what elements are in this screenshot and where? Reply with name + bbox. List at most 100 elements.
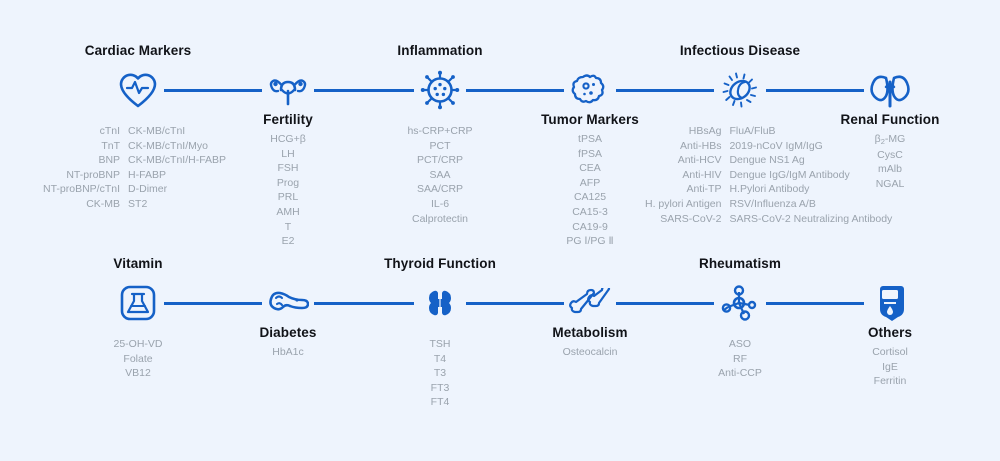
connector-line	[766, 89, 864, 92]
list-item: AFP	[579, 176, 601, 189]
list-item: CK-MB/cTnI/Myo	[128, 139, 208, 152]
list-item: TnT	[101, 139, 121, 152]
list-item: SAA	[429, 168, 451, 181]
list-item: VB12	[125, 367, 151, 380]
list-item: T4	[433, 352, 447, 365]
connector-line	[314, 89, 414, 92]
list-item: tPSA	[578, 133, 602, 145]
list-item: SARS-CoV-2	[660, 212, 722, 225]
list-item: PCT/CRP	[416, 154, 464, 167]
list-item: Ferritin	[873, 375, 907, 388]
node-title-rheumatism: Rheumatism	[698, 256, 782, 271]
list-item: IgE	[882, 360, 898, 373]
list-item: IL-6	[430, 197, 450, 210]
list-item: LH	[281, 147, 295, 160]
list-item: FT3	[430, 381, 450, 394]
list-item: Osteocalcin	[562, 346, 618, 358]
list-item: fPSA	[578, 147, 602, 160]
list-item: AMH	[276, 205, 300, 218]
list-item: Anti-HCV	[677, 154, 722, 167]
item-list-metabolism: Osteocalcin	[510, 345, 670, 360]
list-item: TSH	[429, 338, 451, 350]
flask-icon	[116, 281, 160, 325]
node-title-infectious-disease: Infectious Disease	[679, 43, 801, 58]
list-item: HCG+β	[270, 133, 306, 145]
list-item: NT-proBNP/cTnI	[43, 183, 121, 196]
list-item: CA125	[573, 191, 607, 204]
list-item: FT4	[430, 396, 450, 409]
pancreas-icon	[266, 281, 310, 325]
list-item: ST2	[128, 197, 148, 210]
list-item: NT-proBNP	[66, 168, 121, 181]
bone-icon	[568, 281, 612, 325]
list-item: 2019-nCoV IgM/IgG	[729, 139, 823, 152]
list-item: CEA	[579, 162, 601, 175]
tumor-cell-icon	[568, 68, 612, 112]
list-item: PCT	[429, 139, 451, 152]
kidney-icon	[868, 68, 912, 112]
node-title-cardiac-markers: Cardiac Markers	[84, 43, 192, 58]
connector-line	[616, 89, 714, 92]
list-item: 25-OH-VD	[113, 338, 163, 350]
list-item: PG Ⅰ/PG Ⅱ	[566, 235, 614, 248]
connector-line	[164, 89, 262, 92]
node-title-thyroid-function: Thyroid Function	[384, 256, 496, 271]
list-item: NGAL	[875, 177, 905, 190]
virus-icon	[418, 68, 462, 112]
item-list-diabetes: HbA1c	[208, 345, 368, 360]
list-item: Dengue NS1 Ag	[729, 154, 805, 167]
list-item: hs-CRP+CRP	[407, 125, 473, 137]
list-item: Dengue IgG/IgM Antibody	[729, 168, 850, 181]
list-item: H.Pylori Antibody	[729, 183, 810, 196]
connector-line	[466, 302, 564, 305]
heart-ecg-icon	[116, 68, 160, 112]
list-item: Anti-HBs	[680, 139, 722, 152]
list-item: E2	[281, 235, 295, 248]
node-title-fertility: Fertility	[263, 112, 313, 127]
list-item: cTnI	[99, 125, 121, 137]
thyroid-icon	[418, 281, 462, 325]
list-item: D-Dimer	[128, 183, 168, 196]
list-item: PRL	[277, 191, 299, 204]
list-item: HBsAg	[688, 125, 722, 137]
connector-line	[314, 302, 414, 305]
bacteria-icon	[718, 68, 762, 112]
list-item: FSH	[277, 162, 299, 175]
list-item: BNP	[98, 154, 121, 167]
node-title-others: Others	[867, 325, 913, 340]
list-item: CysC	[877, 148, 903, 161]
list-item: Folate	[123, 352, 153, 365]
list-item: SAA/CRP	[416, 183, 464, 196]
node-title-tumor-markers: Tumor Markers	[541, 112, 639, 127]
connector-line	[616, 302, 714, 305]
list-item: β2-MG	[874, 133, 906, 146]
list-item: T3	[433, 367, 447, 380]
list-item: Prog	[276, 176, 300, 189]
list-item: Cortisol	[872, 346, 908, 358]
node-title-metabolism: Metabolism	[552, 325, 628, 340]
list-item: SARS-CoV-2 Neutralizing Antibody	[729, 212, 893, 225]
list-item: Calprotectin	[411, 212, 469, 225]
list-item: FluA/FluB	[729, 125, 776, 137]
list-item: HbA1c	[272, 346, 304, 358]
list-item: RF	[733, 352, 747, 365]
list-item: Anti-CCP	[718, 367, 762, 380]
list-item: CA19-9	[572, 220, 608, 233]
node-title-inflammation: Inflammation	[397, 43, 483, 58]
list-item: CA15-3	[572, 205, 608, 218]
glucometer-icon	[868, 281, 912, 325]
